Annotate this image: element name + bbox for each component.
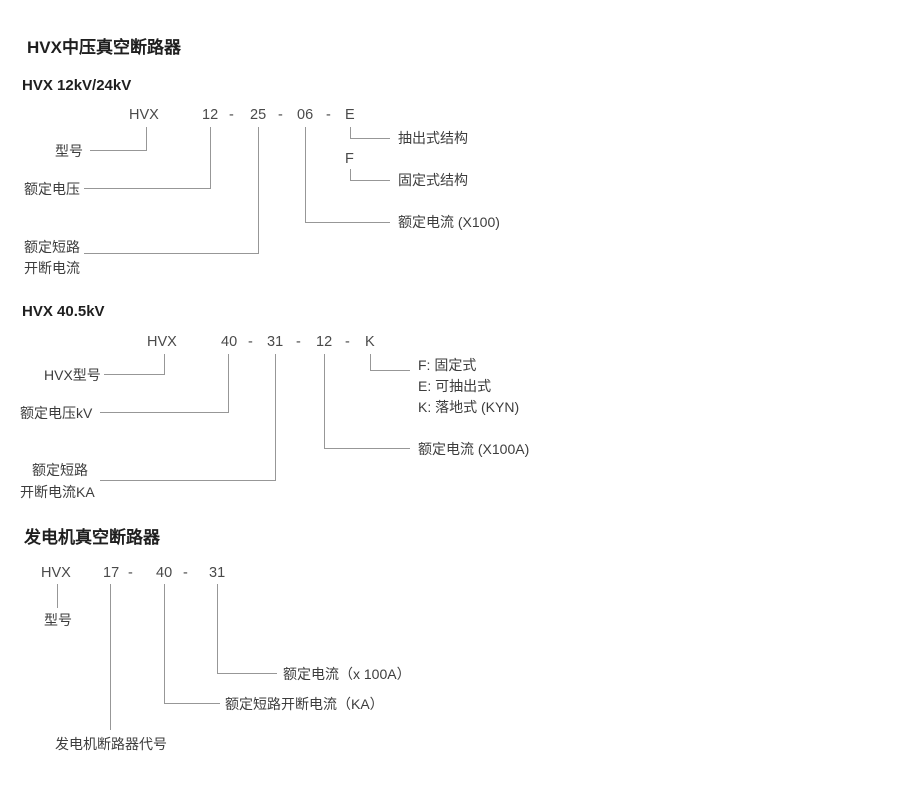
mv-code-current: 06 [297, 107, 314, 123]
mv-label-current: 额定电流 (X100) [398, 214, 500, 230]
mv-line-model-v [146, 127, 147, 151]
gen-code-current: 31 [209, 565, 226, 581]
hv-code-dash: - [345, 334, 350, 350]
gen-line-short-v [164, 584, 165, 704]
gen-line-current-v [217, 584, 218, 674]
gen-code-short: 40 [156, 565, 173, 581]
mv-line-voltage-v [210, 127, 211, 189]
gen-line-id-v [110, 584, 111, 730]
section-subtitle-mv: HVX 12kV/24kV [22, 77, 132, 94]
gen-label-short: 额定短路开断电流（KA） [225, 696, 384, 712]
hv-code-short: 31 [267, 334, 284, 350]
mv-code-model: HVX [129, 107, 159, 123]
gen-code-dash: - [183, 565, 188, 581]
mv-label-voltage: 额定电压 [24, 181, 80, 197]
mv-line-short-h [84, 253, 259, 254]
mv-code-dash: - [326, 107, 331, 123]
hv-option-withdrawable: E: 可抽出式 [418, 378, 492, 394]
gen-line-short-h [164, 703, 220, 704]
hv-code-dash: - [248, 334, 253, 350]
hv-label-current: 额定电流 (X100A) [418, 441, 530, 457]
mv-code-short: 25 [250, 107, 267, 123]
mv-label-short-1: 额定短路 [24, 239, 80, 255]
gen-line-current-h [217, 673, 277, 674]
hv-code-structure: K [365, 334, 375, 350]
mv-line-voltage-h [84, 188, 211, 189]
gen-label-code: 发电机断路器代号 [55, 736, 167, 752]
gen-label-current: 额定电流（x 100A） [283, 666, 411, 682]
hv-line-model-v [164, 354, 165, 375]
hv-code-dash: - [296, 334, 301, 350]
hv-code-model: HVX [147, 334, 177, 350]
section-title-gen: 发电机真空断路器 [24, 528, 160, 547]
gen-line-model-v [57, 584, 58, 608]
mv-label-fixed: 固定式结构 [398, 172, 468, 188]
hv-label-short-2: 开断电流KA [20, 484, 95, 500]
hv-line-current-h [324, 448, 410, 449]
mv-line-current-v [305, 127, 306, 223]
hv-line-current-v [324, 354, 325, 449]
gen-code-model: HVX [41, 565, 71, 581]
hv-line-short-h [100, 480, 275, 481]
hv-line-model-h [104, 374, 164, 375]
mv-line-short-v [258, 127, 259, 254]
mv-code-structure-f: F [345, 151, 354, 167]
mv-line-e-v [350, 127, 351, 139]
mv-line-e-h [350, 138, 390, 139]
mv-code-dash: - [229, 107, 234, 123]
hv-code-current: 12 [316, 334, 333, 350]
hv-label-short-1: 额定短路 [32, 462, 88, 478]
hv-label-model: HVX型号 [44, 367, 101, 383]
mv-label-short-2: 开断电流 [24, 260, 80, 276]
hv-line-short-v [275, 354, 276, 481]
mv-code-dash: - [278, 107, 283, 123]
hv-code-voltage: 40 [221, 334, 238, 350]
gen-code-id: 17 [103, 565, 120, 581]
mv-line-current-h [305, 222, 390, 223]
mv-line-f-h [350, 180, 390, 181]
hv-option-floor: K: 落地式 (KYN) [418, 399, 520, 415]
mv-line-f-v [350, 169, 351, 181]
hv-line-voltage-h [100, 412, 228, 413]
mv-label-withdrawable: 抽出式结构 [398, 130, 468, 146]
hv-line-k-v [370, 354, 371, 371]
gen-label-model: 型号 [44, 612, 72, 628]
hv-line-voltage-v [228, 354, 229, 413]
section-title-hv: HVX 40.5kV [22, 303, 105, 320]
mv-line-model-h [90, 150, 147, 151]
hv-line-k-h [370, 370, 410, 371]
section-title-mv: HVX中压真空断路器 [27, 38, 181, 57]
mv-code-structure: E [345, 107, 355, 123]
hv-option-fixed: F: 固定式 [418, 357, 477, 373]
mv-code-voltage: 12 [202, 107, 219, 123]
gen-code-dash: - [128, 565, 133, 581]
mv-label-model: 型号 [55, 143, 83, 159]
hv-label-voltage: 额定电压kV [20, 405, 93, 421]
